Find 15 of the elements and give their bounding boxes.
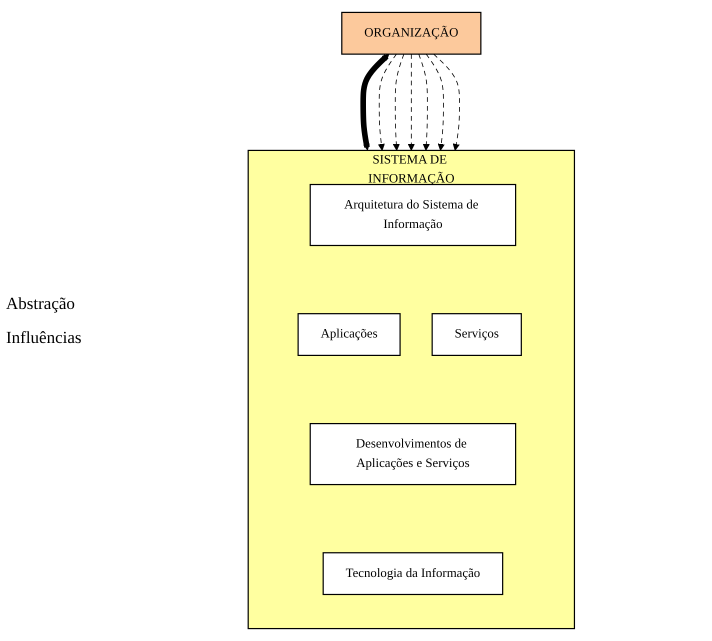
arrow xyxy=(432,54,460,151)
annotation-text: Influências xyxy=(6,328,83,348)
arrow xyxy=(418,54,430,151)
arrow xyxy=(360,54,389,150)
annotation-text: Abstração xyxy=(6,294,76,314)
node-box: ORGANIZAÇÃO xyxy=(340,12,482,55)
arrow xyxy=(378,54,396,151)
arrow xyxy=(407,54,415,151)
node-box: Serviços xyxy=(431,313,522,356)
arrow xyxy=(426,54,444,151)
node-box: Desenvolvimentos de Aplicações e Serviços xyxy=(309,423,516,486)
node-box: Aplicações xyxy=(297,313,400,356)
arrow xyxy=(392,54,404,151)
node-box: Arquitetura do Sistema de Informação xyxy=(309,184,516,246)
node-box: Tecnologia da Informação xyxy=(322,552,503,596)
